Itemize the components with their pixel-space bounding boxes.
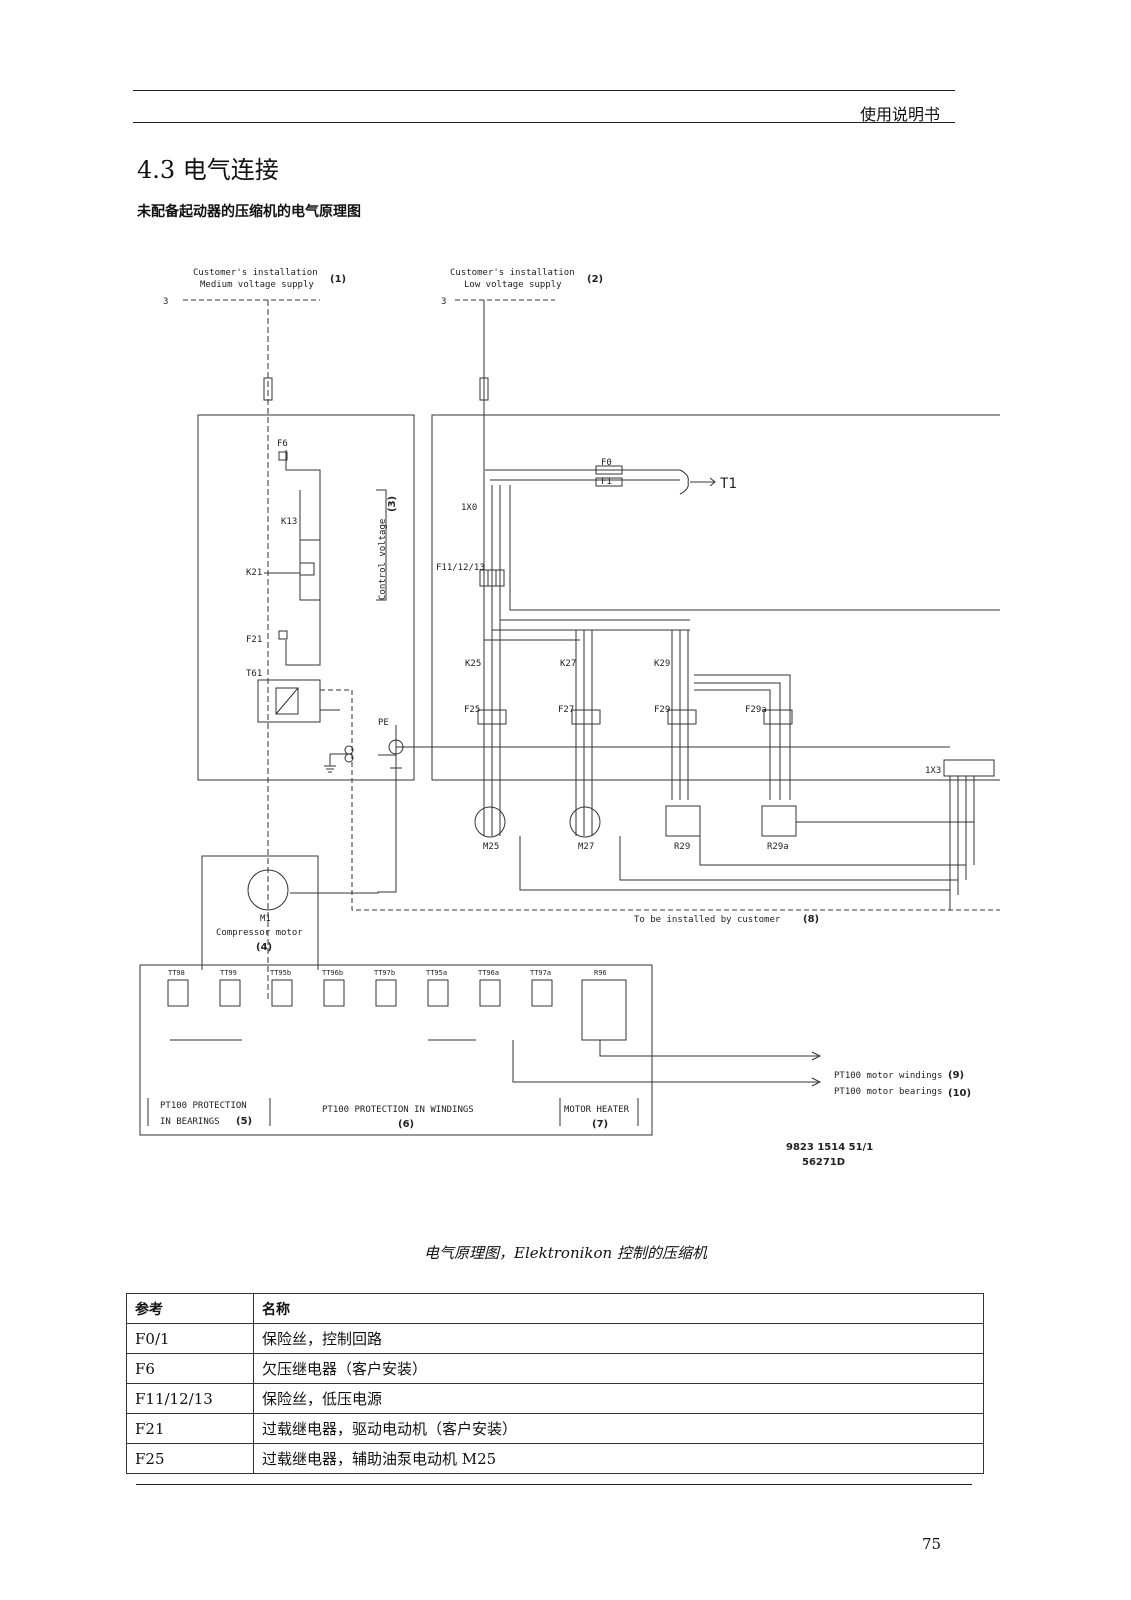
protection-bearings-line1: PT100 PROTECTION xyxy=(160,1101,247,1111)
component-t1: T1 xyxy=(720,476,737,492)
sensor-tt96a: TT96a xyxy=(478,969,499,977)
header-title: 使用说明书 xyxy=(860,105,941,124)
table-header-row: 参考 名称 xyxy=(126,1293,984,1324)
component-f29: F29 xyxy=(654,705,670,715)
table-row: F0/1 保险丝，控制回路 xyxy=(126,1323,984,1354)
table-cell-name: 保险丝，低压电源 xyxy=(253,1383,984,1414)
component-f1: F1 xyxy=(601,477,612,487)
sensor-groups xyxy=(167,979,553,1007)
component-k25: K25 xyxy=(465,659,481,669)
compressor-motor-ref: (4) xyxy=(256,942,272,953)
component-1x3: 1X3 xyxy=(925,766,941,776)
table-row: F6 欠压继电器（客户安装） xyxy=(126,1353,984,1384)
compressor-motor-label: Compressor motor xyxy=(216,928,303,938)
supply-low-line2: Low voltage supply xyxy=(464,280,562,290)
component-f6: F6 xyxy=(277,439,288,449)
component-k29: K29 xyxy=(654,659,670,669)
table-cell-ref: F6 xyxy=(126,1353,254,1384)
protection-windings-label: PT100 PROTECTION IN WINDINGS xyxy=(322,1105,474,1115)
section-subtitle: 未配备起动器的压缩机的电气原理图 xyxy=(137,204,361,220)
table-cell-name: 欠压继电器（客户安装） xyxy=(253,1353,984,1384)
supply-medium-line2: Medium voltage supply xyxy=(200,280,314,290)
table-cell-name: 过载继电器，辅助油泵电动机 M25 xyxy=(253,1443,984,1474)
table-cell-name: 保险丝，控制回路 xyxy=(253,1323,984,1354)
electrical-schematic-diagram: Customer's installation Medium voltage s… xyxy=(139,268,1000,1168)
sensor-tt97b: TT97b xyxy=(374,969,395,977)
table-row: F21 过载继电器，驱动电动机（客户安装） xyxy=(126,1413,984,1444)
component-f29a: F29a xyxy=(745,705,767,715)
table-header-name: 名称 xyxy=(253,1293,984,1324)
motor-m27: M27 xyxy=(578,842,594,852)
control-voltage-ref: (3) xyxy=(387,496,398,512)
customer-note: To be installed by customer xyxy=(634,915,781,925)
sensor-tt96b: TT96b xyxy=(322,969,343,977)
drawing-number-line1: 9823 1514 51/1 xyxy=(786,1142,873,1153)
table-row: F11/12/13 保险丝，低压电源 xyxy=(126,1383,984,1414)
supply-medium-line1: Customer's installation xyxy=(193,268,318,278)
sensor-r96: R96 xyxy=(594,969,607,977)
protection-bearings-line2: IN BEARINGS xyxy=(160,1117,220,1127)
sensor-tt99: TT99 xyxy=(220,969,237,977)
table-row: F25 过载继电器，辅助油泵电动机 M25 xyxy=(126,1443,984,1474)
motor-r29: R29 xyxy=(674,842,690,852)
table-cell-name: 过载继电器，驱动电动机（客户安装） xyxy=(253,1413,984,1444)
supply-low-ref: (2) xyxy=(587,274,603,285)
component-f21: F21 xyxy=(246,635,262,645)
supply-medium-ref: (1) xyxy=(330,274,346,285)
compressor-motor-id: M1 xyxy=(260,914,271,924)
sensor-tt95b: TT95b xyxy=(270,969,291,977)
component-t61: T61 xyxy=(246,669,262,679)
motor-r29a: R29a xyxy=(767,842,789,852)
table-cell-ref: F11/12/13 xyxy=(126,1383,254,1414)
windings-out-ref: (9) xyxy=(948,1070,964,1081)
table-cell-ref: F21 xyxy=(126,1413,254,1444)
table-cell-ref: F25 xyxy=(126,1443,254,1474)
supply-low-line1: Customer's installation xyxy=(450,268,575,278)
table-cell-ref: F0/1 xyxy=(126,1323,254,1354)
component-1x0: 1X0 xyxy=(461,503,477,513)
component-f27: F27 xyxy=(558,705,574,715)
reference-table: 参考 名称 F0/1 保险丝，控制回路 F6 欠压继电器（客户安装） F11/1… xyxy=(126,1293,984,1474)
motor-heater-label: MOTOR HEATER xyxy=(564,1105,630,1115)
section-heading: 4.3 电气连接 xyxy=(137,156,279,184)
header-rule-top xyxy=(133,90,955,91)
drawing-number-line2: 56271D xyxy=(802,1157,845,1168)
motor-heater-ref: (7) xyxy=(592,1119,608,1130)
phase-label-medium: 3 xyxy=(163,297,168,307)
motor-m25: M25 xyxy=(483,842,499,852)
bearings-out-ref: (10) xyxy=(948,1088,971,1099)
table-header-ref: 参考 xyxy=(126,1293,254,1324)
component-f11-12-13: F11/12/13 xyxy=(436,563,485,573)
component-k21: K21 xyxy=(246,568,262,578)
customer-note-ref: (8) xyxy=(803,914,819,925)
protection-bearings-ref: (5) xyxy=(236,1116,252,1127)
footer-rule xyxy=(136,1484,972,1485)
component-k27: K27 xyxy=(560,659,576,669)
protection-windings-ref: (6) xyxy=(398,1119,414,1130)
sensor-tt97a: TT97a xyxy=(530,969,551,977)
header-rule-bottom xyxy=(133,122,955,123)
component-f25: F25 xyxy=(464,705,480,715)
sensor-tt98: TT98 xyxy=(168,969,185,977)
component-k13: K13 xyxy=(281,517,297,527)
sensor-tt95a: TT95a xyxy=(426,969,447,977)
windings-out-label: PT100 motor windings xyxy=(834,1071,942,1081)
component-f0: F0 xyxy=(601,458,612,468)
figure-caption: 电气原理图，Elektronikon 控制的压缩机 xyxy=(424,1244,707,1262)
page-number: 75 xyxy=(922,1535,942,1553)
control-voltage-label: Control voltage xyxy=(378,519,388,600)
bearings-out-label: PT100 motor bearings xyxy=(834,1087,942,1097)
phase-label-low: 3 xyxy=(441,297,446,307)
component-pe: PE xyxy=(378,718,389,728)
